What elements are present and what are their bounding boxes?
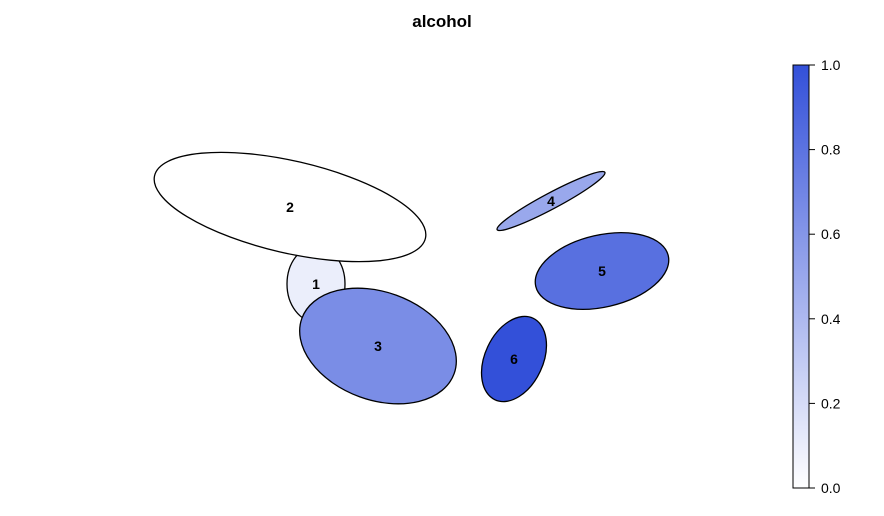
colorbar-gradient xyxy=(792,64,810,489)
ellipse-layer xyxy=(153,151,670,405)
colorbar-tick-label: 0.4 xyxy=(821,311,841,327)
ellipse-node-2 xyxy=(153,151,427,263)
colorbar-tick-label: 1.0 xyxy=(821,57,841,73)
colorbar-tick-label: 0.6 xyxy=(821,226,841,242)
node-label-6: 6 xyxy=(510,351,518,367)
colorbar-tick-label: 0.2 xyxy=(821,395,841,411)
node-label-4: 4 xyxy=(547,193,555,209)
color-legend: 0.0 0.2 0.4 0.6 0.8 1.0 xyxy=(792,57,841,496)
colorbar-tick-label: 0.8 xyxy=(821,142,841,158)
ellipse-node-6 xyxy=(480,315,548,403)
node-label-1: 1 xyxy=(312,276,320,292)
ellipse-node-5 xyxy=(534,232,670,310)
colorbar-tick-label: 0.0 xyxy=(821,480,841,496)
node-label-5: 5 xyxy=(598,263,606,279)
node-label-3: 3 xyxy=(374,338,382,354)
ellipse-node-4 xyxy=(496,170,606,232)
node-label-2: 2 xyxy=(286,199,294,215)
ellipse-node-3 xyxy=(299,287,457,405)
label-layer: 1 2 3 4 5 6 xyxy=(286,193,606,367)
chart-title: alcohol xyxy=(412,12,472,31)
